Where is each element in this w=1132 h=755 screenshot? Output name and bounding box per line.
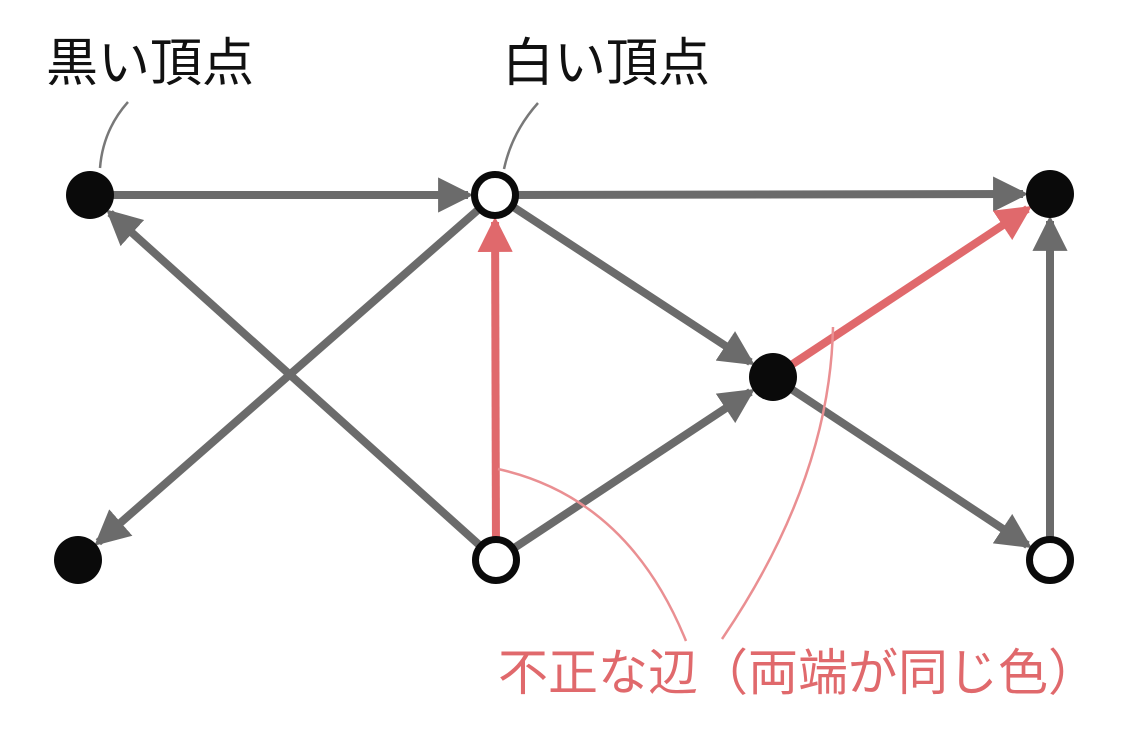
edge-black-middle-right-to-white-bottom-right bbox=[770, 373, 1032, 549]
edge-white-top-middle-to-black-top-right bbox=[494, 176, 1029, 212]
invalid-edge-callout-curve-left bbox=[497, 467, 688, 642]
vertex-white-bottom-right bbox=[1026, 536, 1074, 584]
invalid-edge-white-bottom-middle-to-white-top-middle bbox=[477, 216, 513, 561]
vertex-black-bottom-left bbox=[54, 536, 102, 584]
edges-layer bbox=[90, 176, 1068, 564]
invalid-edge-black-middle-right-to-black-top-right bbox=[770, 205, 1032, 381]
invalid-edge-callout-curve-right bbox=[720, 326, 835, 640]
edge-white-top-middle-to-black-bottom-left bbox=[94, 191, 498, 546]
invalid-edge-label: 不正な辺（両端が同じ色） bbox=[498, 645, 1098, 701]
vertex-black-middle-right bbox=[749, 353, 797, 401]
nodes-layer bbox=[54, 170, 1074, 584]
black-vertex-label: 黒い頂点 bbox=[46, 35, 255, 93]
vertex-black-top-left bbox=[66, 171, 114, 219]
edge-white-top-middle-to-black-middle-right bbox=[492, 191, 755, 366]
white-vertex-label-pointer-line bbox=[502, 102, 539, 170]
edge-white-bottom-middle-to-black-middle-right bbox=[493, 388, 755, 564]
vertex-black-top-right bbox=[1026, 170, 1074, 218]
edge-white-bottom-middle-to-black-top-left bbox=[106, 209, 499, 563]
vertex-white-top-middle bbox=[471, 171, 519, 219]
black-vertex-label-pointer-line bbox=[98, 101, 129, 169]
vertex-white-bottom-middle bbox=[472, 536, 520, 584]
white-vertex-label: 白い頂点 bbox=[502, 35, 711, 93]
